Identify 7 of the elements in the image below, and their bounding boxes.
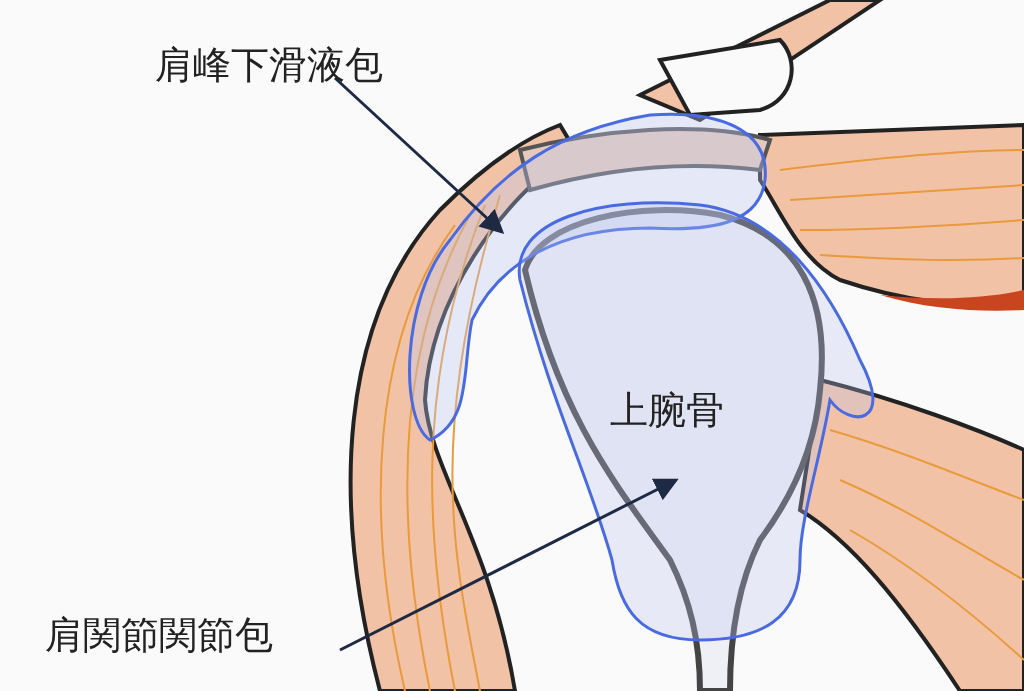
part-label: 肩峰下滑液包 — [155, 45, 383, 87]
leader-arrow — [334, 76, 505, 235]
leader-arrow — [339, 478, 679, 652]
part-label: 肩関節関節包 — [45, 615, 273, 657]
joint-capsule-outline — [518, 201, 875, 642]
bone-label: 上腕骨 — [610, 390, 724, 432]
bursa-outline — [408, 112, 767, 442]
